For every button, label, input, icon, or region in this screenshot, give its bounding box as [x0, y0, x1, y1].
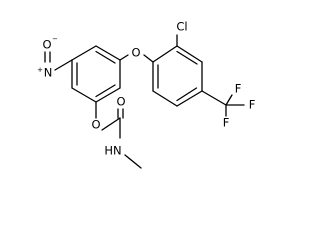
- ring-a-inner-bond: [95, 50, 116, 64]
- ether-oxygen-label: O: [131, 46, 140, 60]
- ring-a-bond: [71, 45, 97, 61]
- cf-bond-top: [225, 94, 233, 106]
- nitro-nitrogen-charge: +: [37, 66, 43, 74]
- chlorine-label: Cl: [176, 20, 187, 34]
- ring-a-bond: [71, 87, 97, 103]
- nitro-nitrogen-label: N: [44, 66, 53, 80]
- ring-b-bond: [176, 90, 203, 107]
- fluorine-bottom-label: F: [223, 116, 230, 130]
- ester-oxygen-label: O: [91, 118, 100, 132]
- ether-bond-left: [119, 54, 129, 61]
- fluorine-top-label: F: [235, 82, 242, 96]
- ring-b-bond: [176, 45, 203, 63]
- ring-a-inner-bond: [95, 84, 116, 98]
- carbonyl-oxygen-label: O: [116, 95, 125, 109]
- ring-a-bond: [95, 45, 121, 61]
- nitro-oxygen-charge: −: [52, 35, 58, 43]
- ring-b-bond: [152, 90, 178, 107]
- ring-b-inner-bond: [176, 50, 198, 65]
- fluorine-right-label: F: [249, 98, 256, 112]
- ether-bond-right: [143, 54, 154, 63]
- nitro-oxygen-label: O: [42, 38, 51, 52]
- chemical-structure: O Cl F F F N + O − O O HN: [37, 20, 256, 169]
- ester-bond-carbonyl: [101, 117, 121, 131]
- cf3-bond: [201, 90, 227, 106]
- ring-a: [71, 45, 121, 103]
- amine-label: HN: [104, 144, 121, 158]
- ring-b-bond: [152, 45, 178, 63]
- nitro-bond: [54, 59, 73, 71]
- ring-a-bond: [95, 87, 121, 103]
- ring-b: [152, 45, 203, 107]
- methyl-bond: [124, 154, 142, 169]
- ring-b-inner-bond: [176, 87, 198, 102]
